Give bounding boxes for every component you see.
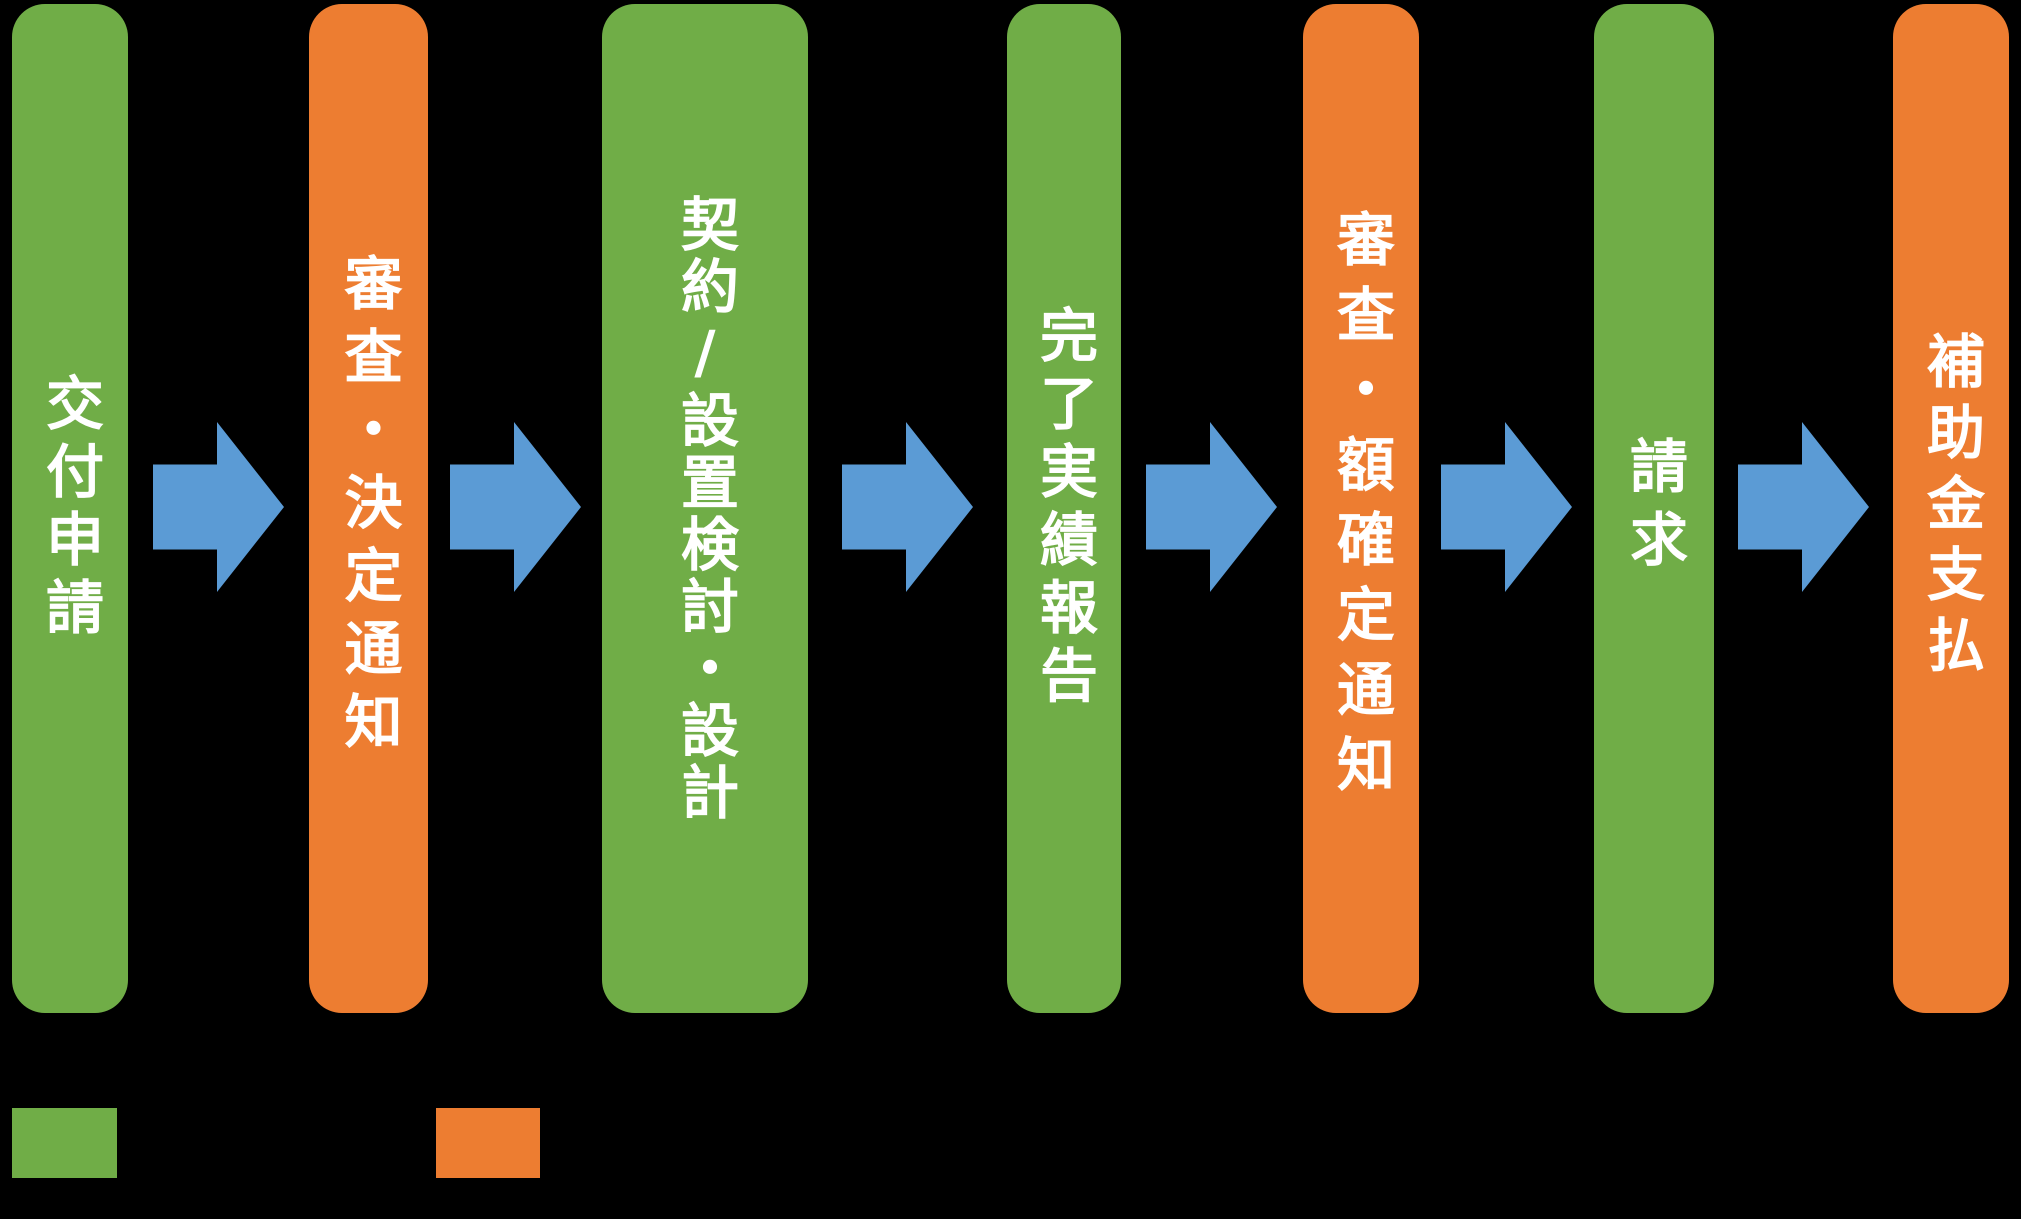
legend-swatch-orange — [436, 1108, 540, 1178]
flow-step-review-decision-notice: 審査・決定通知 — [309, 4, 428, 1013]
arrow-right-icon — [1738, 422, 1869, 592]
arrow-right-icon — [450, 422, 581, 592]
flow-step-label: 完了実績報告 — [1030, 304, 1098, 713]
flow-step-label: 契約/設置検討・設計 — [671, 193, 739, 824]
arrow-right-icon — [842, 422, 973, 592]
arrow-right-icon — [1146, 422, 1277, 592]
arrow-right-icon — [153, 422, 284, 592]
arrow-right-icon — [1441, 422, 1572, 592]
flow-step-amount-confirmation-notice: 審査・額確定通知 — [1303, 4, 1419, 1013]
flow-step-application: 交付申請 — [12, 4, 128, 1013]
flow-step-invoice: 請求 — [1594, 4, 1714, 1013]
flow-step-label: 審査・決定通知 — [334, 253, 403, 764]
flow-step-label: 請求 — [1620, 435, 1688, 582]
legend-swatch-green — [12, 1108, 117, 1178]
flow-step-completion-report: 完了実績報告 — [1007, 4, 1121, 1013]
flow-step-label: 審査・額確定通知 — [1327, 208, 1395, 809]
flow-step-subsidy-payment: 補助金支払 — [1893, 4, 2009, 1013]
flow-step-contract-installation-design: 契約/設置検討・設計 — [602, 4, 808, 1013]
flow-step-label: 交付申請 — [36, 372, 104, 645]
flow-step-label: 補助金支払 — [1917, 331, 1985, 686]
